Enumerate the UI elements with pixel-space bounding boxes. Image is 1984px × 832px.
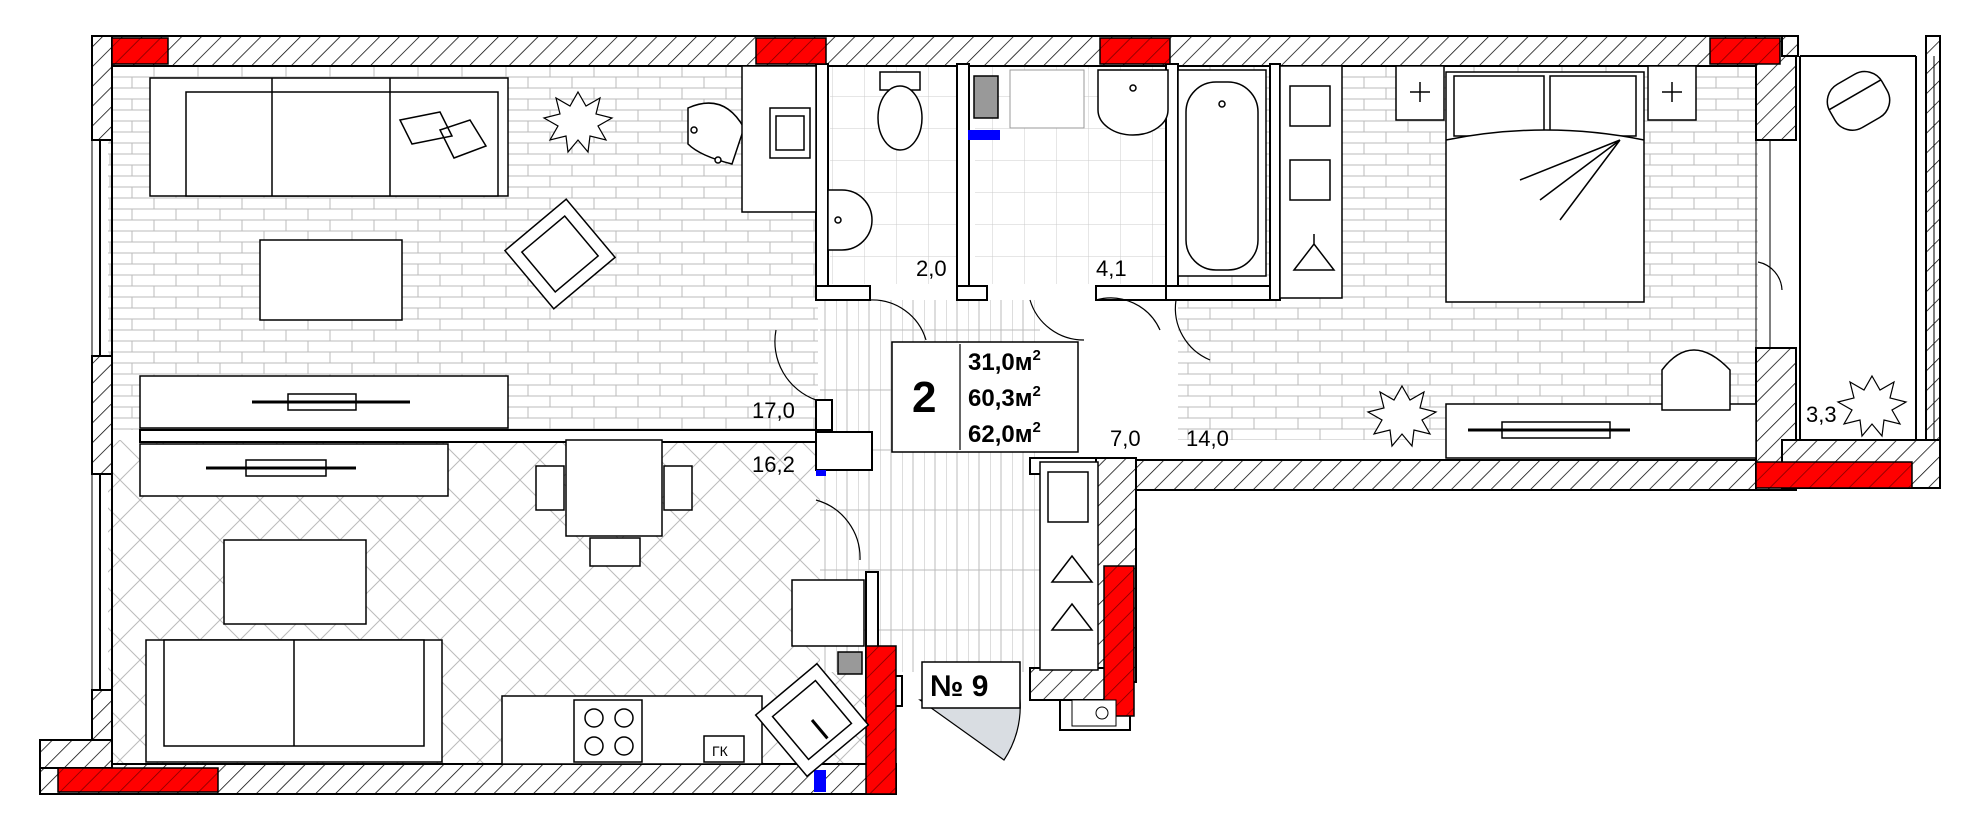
gas-meter-icon <box>837 651 863 675</box>
nightstand-right <box>1647 65 1697 121</box>
bedroom-console <box>1445 403 1757 459</box>
plant-bedroom-icon <box>1366 384 1438 448</box>
load-bearing-walls <box>57 37 1913 795</box>
plant-balcony-icon <box>1836 374 1908 438</box>
apartment-number: № 9 <box>921 661 1021 709</box>
doors <box>774 261 1783 761</box>
dining-table <box>535 439 693 567</box>
plant-icon <box>542 90 614 154</box>
tv-console-living <box>139 375 509 429</box>
electrical-panel <box>1071 699 1117 727</box>
water-heater-icon <box>973 75 999 119</box>
bathroom-sink-icon <box>1097 69 1169 136</box>
area-living: 31,0м2 <box>968 347 1041 376</box>
utility-markers <box>814 130 1000 792</box>
desk-monitor <box>741 65 817 213</box>
tv-console-kitchen <box>139 443 449 497</box>
toilet-sink-icon <box>827 189 873 251</box>
bathtub-icon <box>1177 69 1267 277</box>
toilet-icon <box>877 71 923 151</box>
label-kitchen: 16,2 <box>752 452 795 477</box>
label-toilet: 2,0 <box>916 256 947 281</box>
armchair-icon <box>503 198 617 310</box>
label-gas-boiler: ГК <box>712 743 729 759</box>
area-summary: 2 31,0м2 60,3м2 62,0м2 <box>891 341 1079 453</box>
label-bathroom: 4,1 <box>1096 256 1127 281</box>
wardrobe-bedroom <box>1279 65 1343 299</box>
rooms-count: 2 <box>912 373 936 422</box>
label-living-room: 17,0 <box>752 398 795 423</box>
label-hallway: 7,0 <box>1110 426 1141 451</box>
nightstand-left <box>1395 65 1445 121</box>
kitchen-rug <box>223 539 367 625</box>
bed-icon <box>1445 71 1645 303</box>
sofa-living <box>149 77 509 197</box>
bedroom-chair-icon <box>1661 349 1731 411</box>
area-with-balcony: 62,0м2 <box>968 419 1041 448</box>
wardrobe-hall <box>1039 461 1099 671</box>
windows <box>91 56 1935 690</box>
apartment-number-text: № 9 <box>930 670 988 703</box>
kitchen-sink <box>754 662 870 778</box>
fridge <box>791 579 865 647</box>
washing-machine <box>1009 69 1085 129</box>
office-chair-icon <box>687 102 745 165</box>
entrance-door <box>918 699 1021 761</box>
coffee-table <box>259 239 403 321</box>
sofa-kitchen <box>145 639 443 763</box>
label-bedroom: 14,0 <box>1186 426 1229 451</box>
balcony-chair-icon <box>1826 70 1891 131</box>
area-total: 60,3м2 <box>968 383 1041 412</box>
label-balcony: 3,3 <box>1806 402 1837 427</box>
kitchen-counter <box>501 695 763 765</box>
